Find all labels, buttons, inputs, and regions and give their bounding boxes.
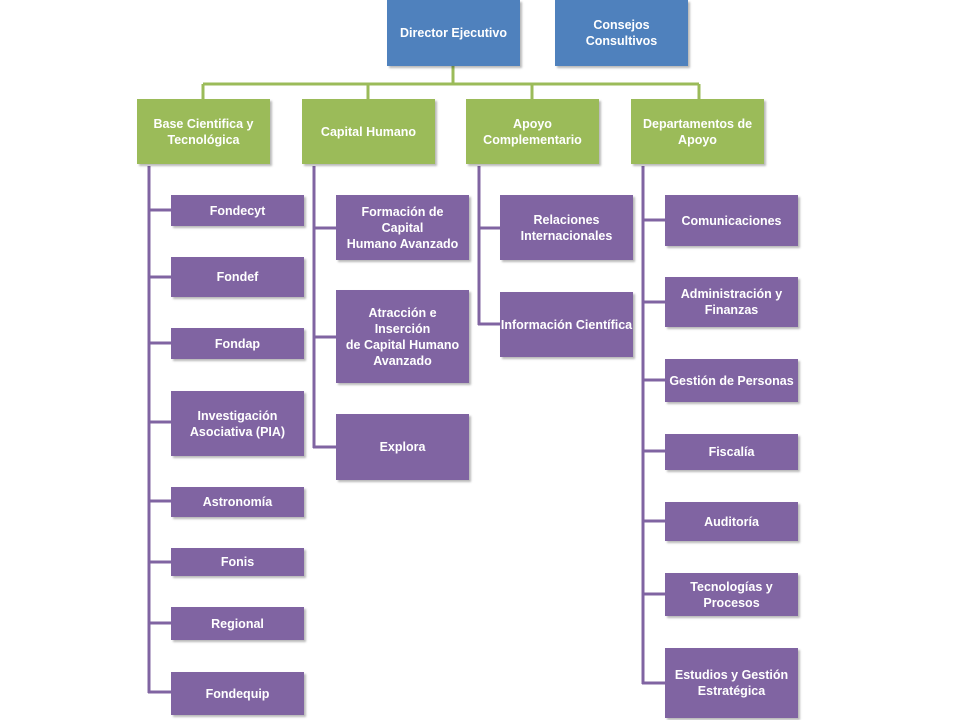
unit-relaciones-internacionales: Relaciones Internacionales [500, 195, 633, 260]
consejos-consultivos-box: Consejos Consultivos [555, 0, 688, 66]
unit-fondef: Fondef [171, 257, 304, 297]
unit-explora: Explora [336, 414, 469, 480]
unit-tecnologias-procesos: Tecnologías y Procesos [665, 573, 798, 616]
unit-investigacion-asociativa: Investigación Asociativa (PIA) [171, 391, 304, 456]
unit-informacion-cientifica: Información Científica [500, 292, 633, 357]
division-base-cientifica: Base Cientifica y Tecnológica [137, 99, 270, 164]
unit-fondap: Fondap [171, 328, 304, 359]
unit-estudios-gestion: Estudios y Gestión Estratégica [665, 648, 798, 718]
unit-astronomia: Astronomía [171, 487, 304, 517]
unit-comunicaciones: Comunicaciones [665, 195, 798, 246]
unit-fondecyt: Fondecyt [171, 195, 304, 226]
division-capital-humano: Capital Humano [302, 99, 435, 164]
unit-formacion-capital-humano: Formación de Capital Humano Avanzado [336, 195, 469, 260]
unit-auditoria: Auditoría [665, 502, 798, 541]
unit-fiscalia: Fiscalía [665, 434, 798, 470]
unit-administracion-finanzas: Administración y Finanzas [665, 277, 798, 327]
unit-regional: Regional [171, 607, 304, 640]
division-departamentos-apoyo: Departamentos de Apoyo [631, 99, 764, 164]
unit-gestion-personas: Gestión de Personas [665, 359, 798, 402]
unit-fondequip: Fondequip [171, 672, 304, 715]
director-ejecutivo-box: Director Ejecutivo [387, 0, 520, 66]
unit-fonis: Fonis [171, 548, 304, 576]
division-apoyo-complementario: Apoyo Complementario [466, 99, 599, 164]
unit-atraccion-insercion: Atracción e Inserción de Capital Humano … [336, 290, 469, 383]
